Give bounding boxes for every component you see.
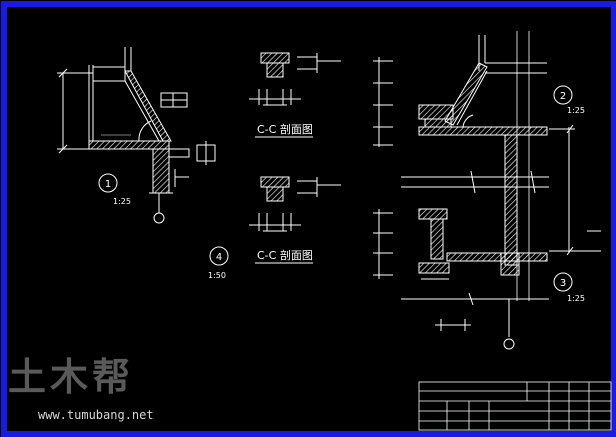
- detail-1-marker: [98, 173, 118, 193]
- detail-4-scale: 1:50: [208, 271, 226, 280]
- title-block: [418, 381, 612, 431]
- detail-2-scale: 1:25: [567, 106, 585, 115]
- watermark-logo: 土木帮: [8, 355, 135, 399]
- detail-4-number: 4: [216, 252, 222, 263]
- watermark-url: www.tumubang.net: [38, 408, 154, 422]
- detail-4-marker: [209, 246, 229, 266]
- section-cc-bottom-title: C-C 剖面图: [257, 248, 313, 262]
- section-cc-bottom-drawing: [249, 176, 341, 232]
- detail-3-marker: [553, 272, 573, 292]
- section-cc-top-drawing: [249, 52, 341, 106]
- detail-1-number: 1: [105, 179, 111, 190]
- detail-2-number: 2: [560, 91, 566, 102]
- detail-2-3-drawing: [373, 31, 601, 350]
- detail-1-scale: 1:25: [113, 197, 131, 206]
- detail-2-marker: [553, 85, 573, 105]
- detail-3-number: 3: [560, 278, 566, 289]
- section-cc-top-title: C-C 剖面图: [257, 122, 313, 136]
- detail-1-drawing: [57, 47, 216, 224]
- detail-3-scale: 1:25: [567, 294, 585, 303]
